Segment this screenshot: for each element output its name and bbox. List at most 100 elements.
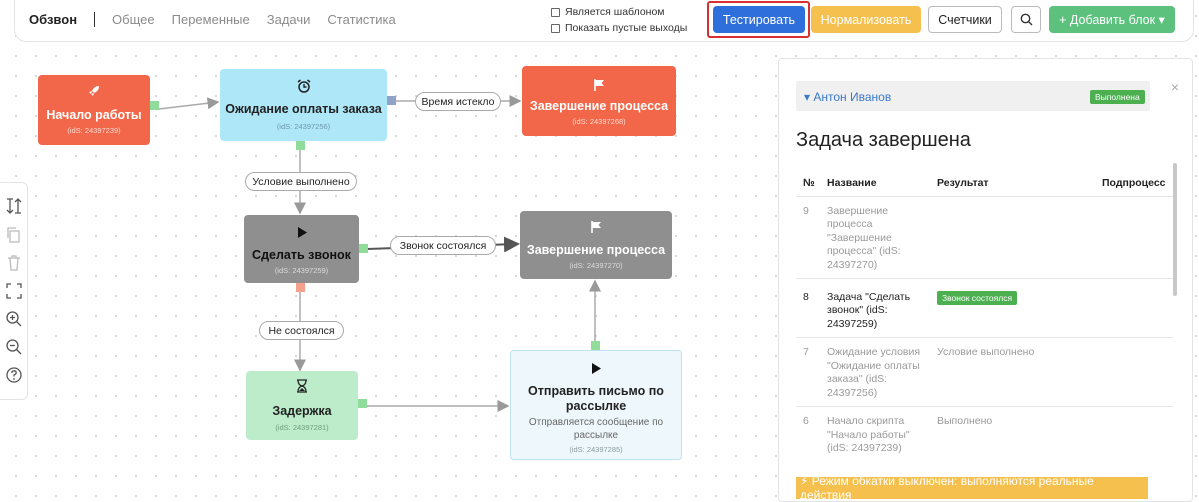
- status-badge: Выполнена: [1090, 90, 1145, 104]
- sort-arrows-icon[interactable]: [5, 197, 23, 215]
- fit-screen-icon[interactable]: [5, 282, 23, 300]
- flag-icon: [522, 78, 676, 94]
- edge-start-to-wait: [158, 97, 220, 110]
- node-start-output-port[interactable]: [150, 101, 159, 110]
- node-wait-payment-id: (idS: 24397256): [276, 122, 331, 131]
- is-template-option[interactable]: Является шаблоном: [551, 4, 687, 20]
- counters-button[interactable]: Счетчики: [928, 6, 1002, 33]
- trash-icon[interactable]: [5, 254, 23, 272]
- node-delay-id: (idS: 24397281): [275, 423, 329, 432]
- edge-label-time-expired: Время истекло: [415, 92, 501, 111]
- user-name: Антон Иванов: [813, 90, 892, 104]
- row-name-line: "Завершение: [827, 232, 892, 244]
- rocket-icon: [38, 84, 150, 100]
- node-delay[interactable]: Задержка (idS: 24397281): [246, 371, 358, 440]
- row-name-line: 24397270): [827, 259, 878, 271]
- zoom-out-icon[interactable]: [5, 338, 23, 356]
- node-send-email-title-line1: Отправить письмо по: [528, 384, 664, 398]
- row-name-line: процесса" (idS:: [827, 245, 901, 257]
- header-divider: [796, 196, 1173, 197]
- node-make-call[interactable]: Сделать звонок (idS: 24397259): [244, 215, 359, 283]
- add-block-button[interactable]: + Добавить блок ▾: [1049, 6, 1175, 33]
- row-name-line: "Ожидание оплаты: [827, 360, 920, 372]
- row-name-line: Завершение: [827, 205, 889, 217]
- row-name-line: (idS: 24397239): [827, 442, 902, 454]
- node-wait-payment[interactable]: Ожидание оплаты заказа (idS: 24397256): [220, 69, 387, 141]
- row-number: 8: [803, 291, 809, 303]
- alarm-clock-icon: [220, 79, 387, 95]
- node-end-top[interactable]: Завершение процесса (idS: 24397268): [522, 66, 676, 136]
- flag-icon: [520, 220, 672, 236]
- node-end-mid[interactable]: Завершение процесса (idS: 24397270): [520, 211, 672, 279]
- table-scrollbar[interactable]: [1173, 163, 1177, 296]
- task-details-panel: × ▾ Антон Иванов Выполнена Задача заверш…: [778, 58, 1193, 502]
- tab-tasks[interactable]: Задачи: [266, 12, 311, 27]
- result-badge: Звонок состоялся: [937, 291, 1018, 305]
- node-end-mid-id: (idS: 24397270): [569, 261, 623, 270]
- show-empty-outputs-checkbox[interactable]: [551, 23, 560, 33]
- is-template-checkbox[interactable]: [551, 7, 560, 17]
- show-empty-outputs-option[interactable]: Показать пустые выходы: [551, 20, 687, 36]
- row-number: 9: [803, 205, 809, 217]
- row-name-line: 24397256): [827, 387, 878, 399]
- node-start[interactable]: Начало работы (idS: 24397239): [38, 75, 150, 145]
- row-number: 6: [803, 415, 809, 427]
- row-name-line: 24397259): [827, 318, 878, 330]
- node-send-email-output-port[interactable]: [591, 341, 600, 350]
- show-empty-outputs-label: Показать пустые выходы: [565, 22, 688, 34]
- node-wait-payment-timeout-port[interactable]: [387, 96, 396, 105]
- node-delay-output-port[interactable]: [358, 399, 367, 408]
- tab-general[interactable]: Общее: [112, 12, 155, 27]
- user-name-link[interactable]: ▾ Антон Иванов: [804, 90, 892, 104]
- test-mode-warning: ⚡ Режим обкатки выключен: выполняются ре…: [796, 474, 1148, 502]
- node-end-mid-title: Завершение процесса: [526, 243, 666, 257]
- row-number: 7: [803, 346, 809, 358]
- node-send-email-subtitle-line2: рассылке: [573, 430, 619, 441]
- row-name-line: Задача "Сделать: [827, 291, 911, 303]
- row-name-line: Ожидание условия: [827, 346, 921, 358]
- close-icon[interactable]: ×: [1170, 79, 1179, 95]
- node-send-email-id: (idS: 24397285): [569, 445, 623, 454]
- node-wait-payment-output-port[interactable]: [296, 141, 305, 150]
- node-end-top-title: Завершение процесса: [529, 99, 669, 113]
- node-send-email-subtitle-line1: Отправляется сообщение по: [528, 417, 664, 428]
- row-divider: [796, 337, 1173, 338]
- panel-title: Задача завершена: [796, 129, 971, 151]
- canvas-tools: [0, 182, 28, 400]
- is-template-label: Является шаблоном: [565, 6, 665, 18]
- node-start-title: Начало работы: [46, 108, 142, 122]
- node-make-call-id: (idS: 24397259): [274, 266, 329, 275]
- test-button-highlight: [707, 1, 810, 38]
- search-button[interactable]: [1011, 6, 1041, 33]
- edge-label-call-done: Звонок состоялся: [390, 236, 496, 255]
- edge-label-condition-met: Условие выполнено: [245, 172, 357, 191]
- options-checkboxes: Является шаблоном Показать пустые выходы: [551, 4, 687, 36]
- node-send-email[interactable]: Отправить письмо по рассылке Отправляетс…: [510, 350, 682, 460]
- tab-obzvon[interactable]: Обзвон: [29, 12, 78, 27]
- row-name-line: звонок" (idS:: [827, 304, 888, 316]
- tab-variables[interactable]: Переменные: [171, 12, 250, 27]
- play-icon: [244, 226, 359, 242]
- copy-icon[interactable]: [5, 226, 23, 244]
- column-number: №: [803, 177, 815, 189]
- row-result: Условие выполнено: [937, 346, 1035, 358]
- tabs-bar: Обзвон Общее Переменные Задачи Статистик…: [29, 12, 413, 27]
- column-result: Результат: [937, 177, 989, 189]
- row-divider: [796, 278, 1173, 279]
- play-icon: [511, 362, 681, 378]
- node-start-id: (idS: 24397239): [67, 126, 121, 135]
- row-name-line: "Начало работы": [827, 429, 910, 441]
- column-subprocess: Подпроцесс: [1102, 177, 1166, 189]
- node-make-call-fail-port[interactable]: [296, 283, 305, 292]
- hourglass-icon: [246, 379, 358, 395]
- user-bar[interactable]: ▾ Антон Иванов Выполнена: [796, 81, 1150, 111]
- node-make-call-title: Сделать звонок: [252, 248, 351, 262]
- zoom-in-icon[interactable]: [5, 310, 23, 328]
- test-button[interactable]: Тестировать: [713, 6, 805, 33]
- normalize-button[interactable]: Нормализовать: [811, 6, 921, 33]
- row-name-line: Начало скрипта: [827, 415, 905, 427]
- node-make-call-success-port[interactable]: [359, 244, 368, 253]
- help-icon[interactable]: [5, 366, 23, 384]
- tab-statistics[interactable]: Статистика: [327, 12, 396, 27]
- row-divider: [796, 406, 1173, 407]
